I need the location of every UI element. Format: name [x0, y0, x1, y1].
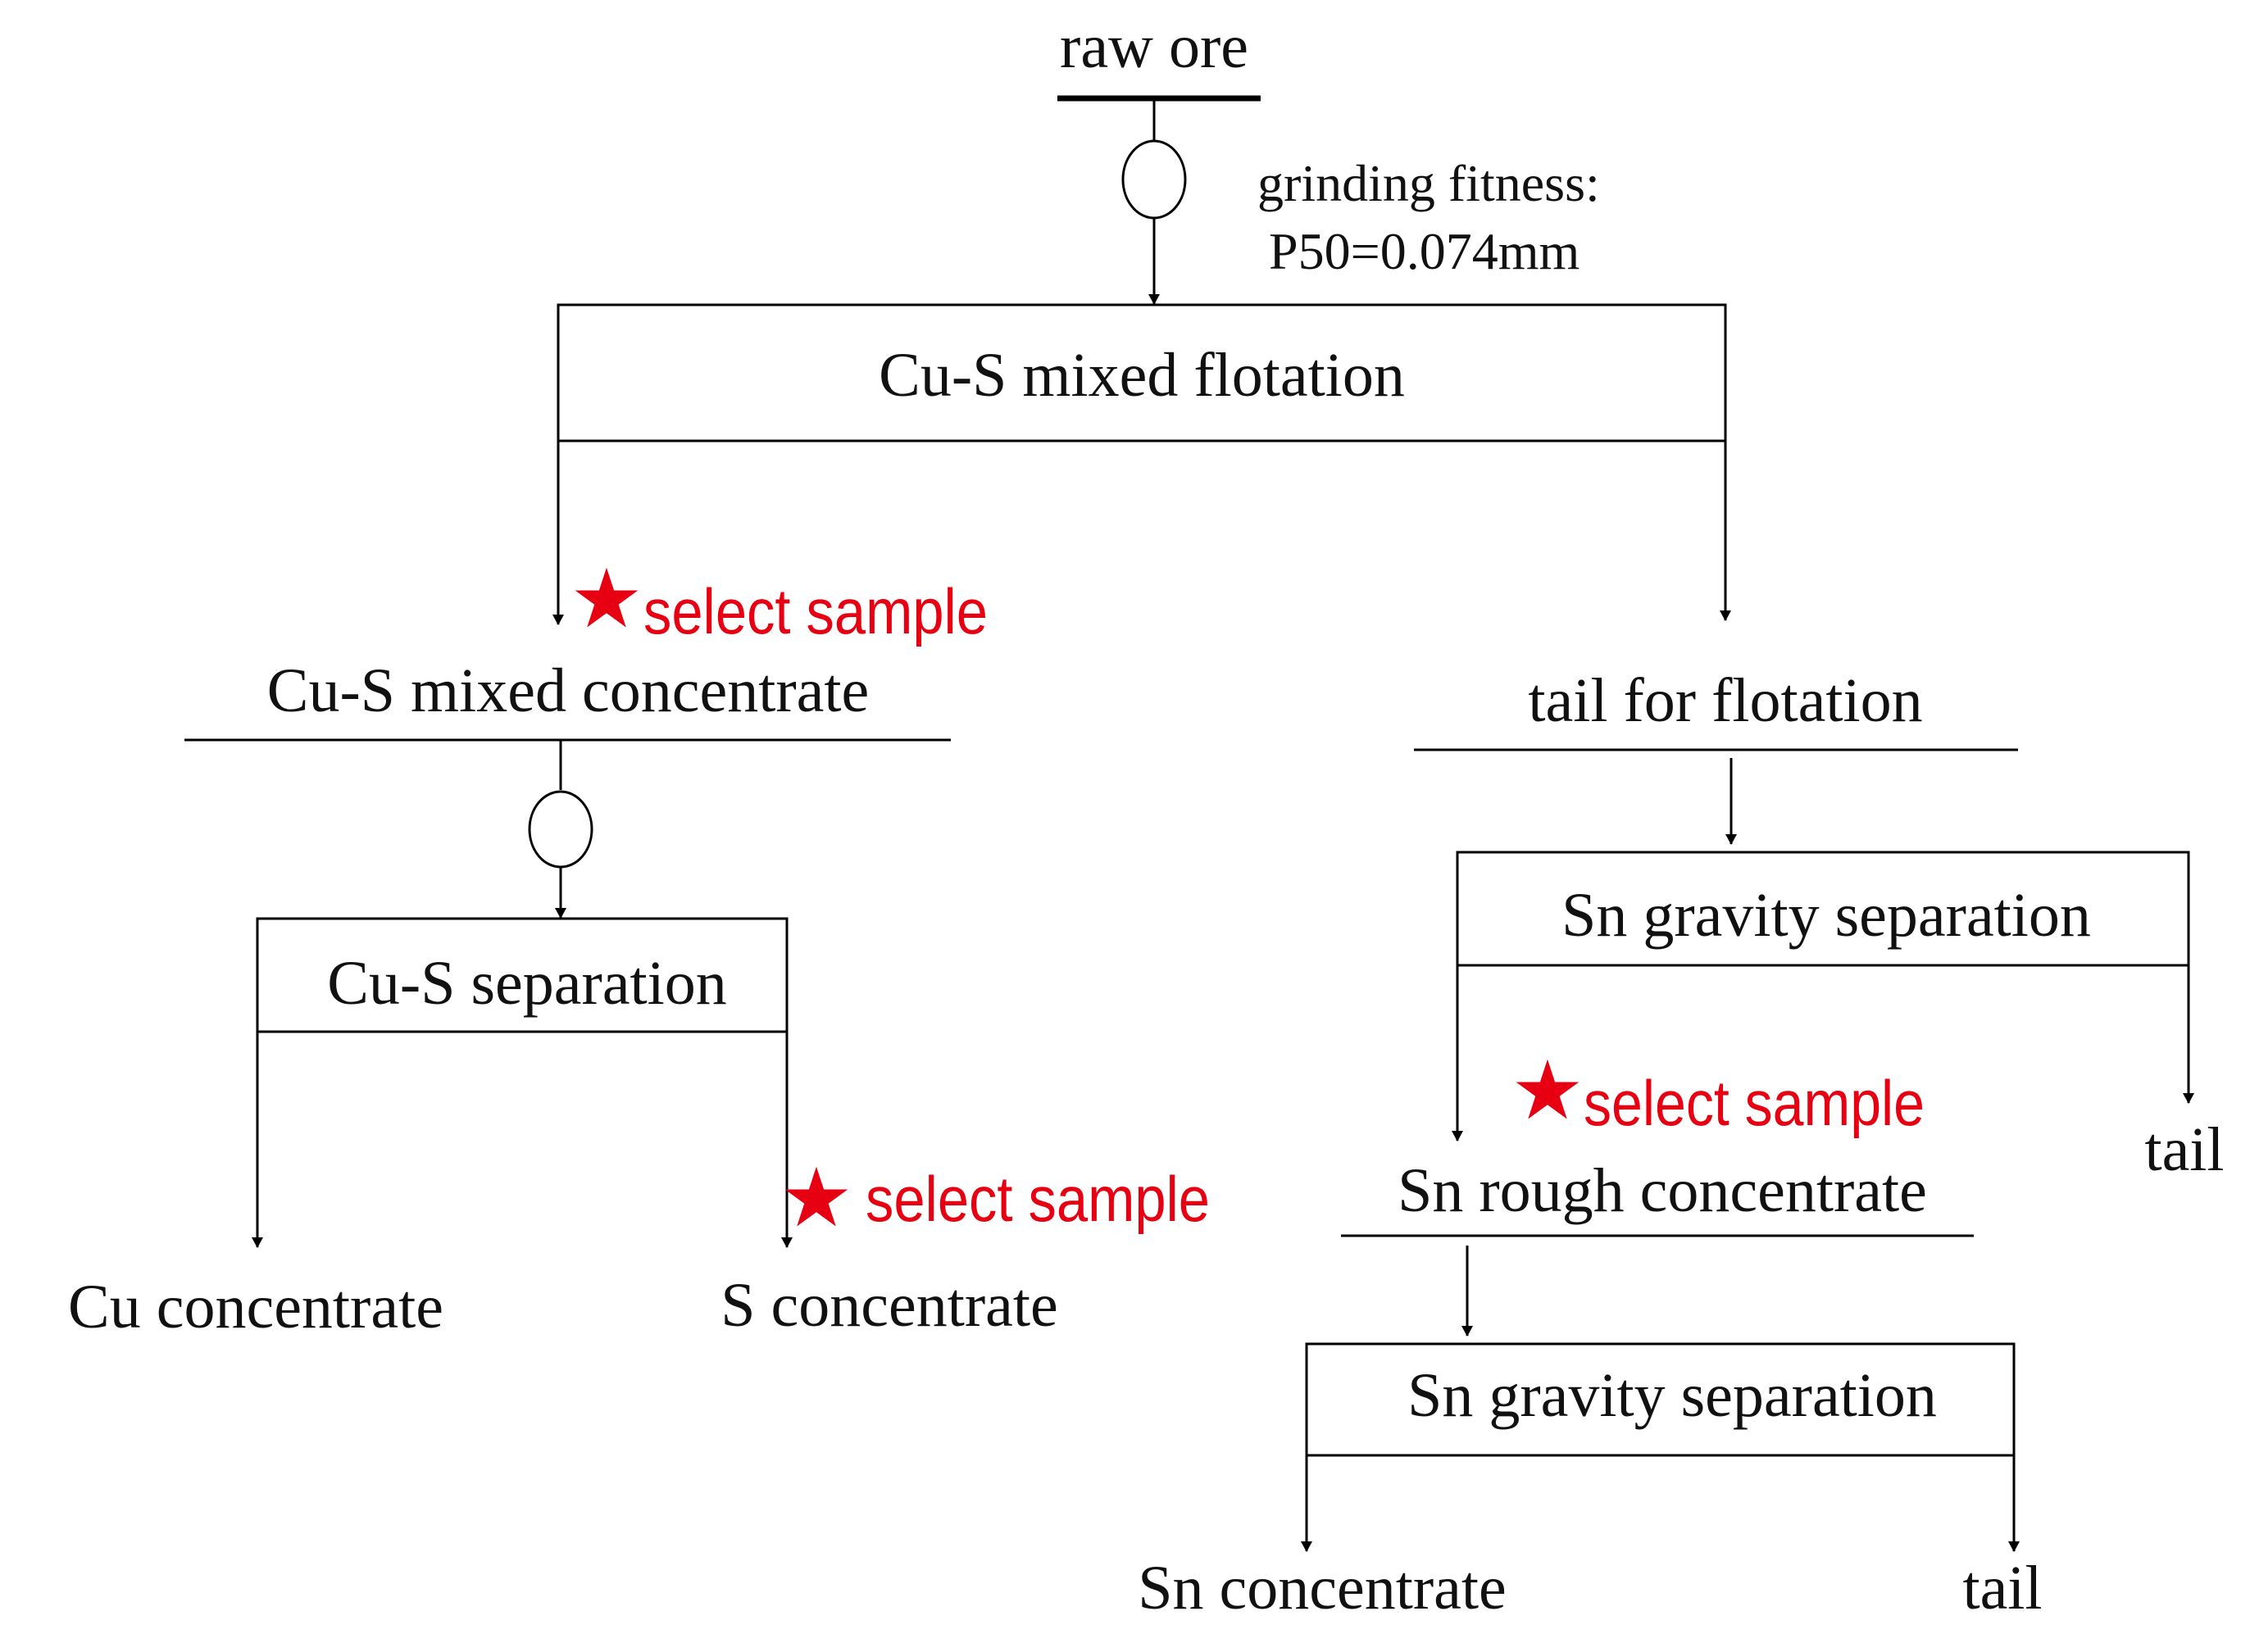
flotation-box-label: Cu-S mixed flotation: [879, 341, 1405, 410]
flotation-box: [557, 303, 1727, 442]
separation-box-label: Cu-S separation: [327, 949, 727, 1018]
tail-1-label: tail: [2144, 1115, 2224, 1184]
sample-marker-2: ★ select sample: [780, 1152, 1210, 1244]
mixed-concentrate-label: Cu-S mixed concentrate: [267, 656, 869, 725]
star-icon: ★: [570, 553, 643, 645]
sample-marker-label: select sample: [643, 575, 988, 647]
grinding-mill-icon: [1121, 139, 1187, 220]
sn-gravity-box-1-label: Sn gravity separation: [1561, 881, 2091, 950]
sample-marker-label: select sample: [866, 1163, 1210, 1235]
star-icon: ★: [780, 1152, 853, 1244]
grinding-fitness-label: grinding fitness:: [1257, 154, 1600, 212]
sample-marker-1: ★ select sample: [570, 553, 988, 647]
star-icon: ★: [1511, 1045, 1584, 1137]
tail-2-label: tail: [1962, 1554, 2042, 1622]
cu-concentrate-label: Cu concentrate: [68, 1273, 443, 1341]
sample-marker-label: select sample: [1584, 1067, 1925, 1139]
separation-box: [256, 917, 789, 1033]
sn-rough-concentrate-label: Sn rough concentrate: [1398, 1156, 1927, 1225]
tail-flotation-label: tail for flotation: [1528, 666, 1922, 735]
sn-gravity-box-2: [1305, 1342, 2016, 1457]
sn-gravity-box-2-label: Sn gravity separation: [1407, 1361, 1937, 1430]
sn-gravity-box-1: [1456, 851, 2190, 967]
sample-marker-3: ★ select sample: [1511, 1045, 1925, 1139]
raw-ore-label: raw ore: [1060, 12, 1248, 81]
grinding-fitness-value: P50=0.074mm: [1269, 222, 1580, 280]
grinding-mill-icon: [528, 790, 593, 869]
sn-concentrate-label: Sn concentrate: [1138, 1554, 1506, 1622]
s-concentrate-label: S concentrate: [720, 1271, 1057, 1340]
